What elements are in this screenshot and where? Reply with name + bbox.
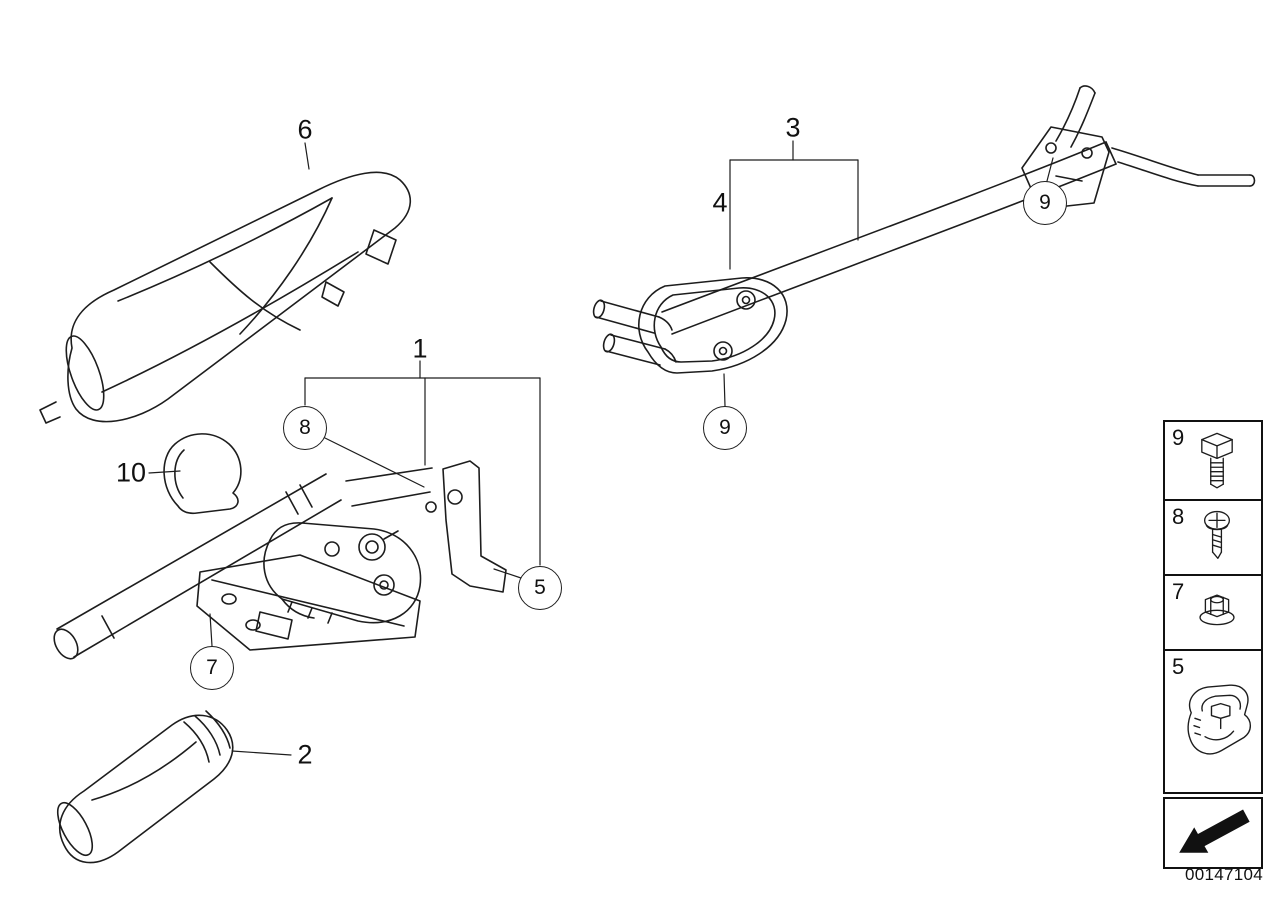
- callout-9-bottom[interactable]: 9: [703, 406, 747, 450]
- diagram-id: 00147104: [1184, 865, 1263, 884]
- legend-label-5: 5: [1172, 654, 1185, 679]
- callout-9-top[interactable]: 9: [1023, 181, 1067, 225]
- direction-arrow-icon: [1179, 809, 1250, 853]
- leader-lines: [148, 140, 1054, 756]
- legend-cell-bolt[interactable]: 9: [1165, 422, 1261, 499]
- callout-5[interactable]: 5: [518, 566, 562, 610]
- callout-3[interactable]: 3: [785, 112, 801, 143]
- callout-7[interactable]: 7: [190, 646, 234, 690]
- handbrake-lever-assembly: [53, 460, 507, 660]
- cable-clip-icon: [1187, 684, 1252, 754]
- callout-10[interactable]: 10: [115, 457, 147, 488]
- phillips-screw-icon: [1203, 510, 1231, 559]
- callout-6[interactable]: 6: [297, 114, 313, 145]
- callout-4[interactable]: 4: [712, 187, 728, 218]
- legend-label-8: 8: [1172, 504, 1185, 529]
- direction-arrow: [1163, 797, 1263, 869]
- legend-label-7: 7: [1172, 579, 1185, 604]
- brake-cable-assembly: [592, 85, 1256, 374]
- button-cap: [163, 433, 242, 515]
- grip-boot-lower: [56, 710, 234, 864]
- callout-2[interactable]: 2: [297, 739, 313, 770]
- fastener-legend: 9 8 7: [1163, 420, 1263, 794]
- legend-cell-nut[interactable]: 7: [1165, 574, 1261, 649]
- callout-8[interactable]: 8: [283, 406, 327, 450]
- legend-cell-screw[interactable]: 8: [1165, 499, 1261, 574]
- hex-bolt-icon: [1201, 432, 1233, 488]
- legend-label-9: 9: [1172, 425, 1185, 450]
- flange-nut-icon: [1199, 593, 1235, 625]
- callout-1[interactable]: 1: [412, 333, 428, 364]
- grip-boot-upper: [39, 171, 412, 424]
- legend-cell-clip[interactable]: 5: [1165, 649, 1261, 792]
